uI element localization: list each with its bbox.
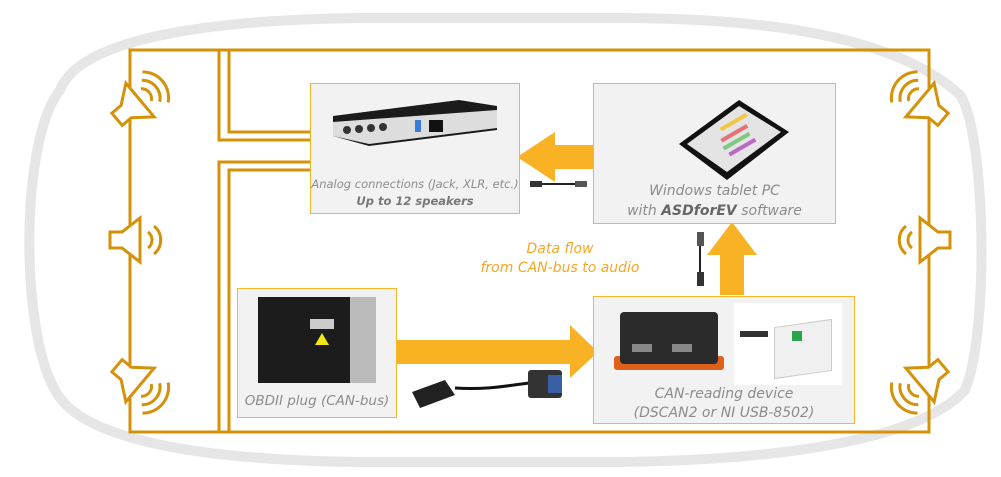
arrow-tablet-to-audio: [517, 132, 595, 182]
tablet-box: Windows tablet PC with ASDforEV software: [593, 83, 836, 224]
usb-cable-vertical: [697, 232, 704, 286]
audio-interface-caption: Analog connections (Jack, XLR, etc.): [311, 177, 519, 191]
audio-interface-box: Analog connections (Jack, XLR, etc.) Up …: [310, 83, 520, 214]
arrow-obd-to-can: [397, 325, 598, 378]
arrow-can-to-tablet: [707, 222, 757, 295]
tablet-caption: Windows tablet PC: [649, 183, 780, 199]
tablet-image: [669, 94, 794, 188]
wire-outer-loop: [128, 48, 931, 434]
usb-cable-horizontal: [530, 181, 587, 187]
can-device-subcaption: (DSCAN2 or NI USB-8502): [633, 405, 815, 421]
ni-usb-8502-image: [734, 303, 842, 385]
speaker-icon: [108, 214, 163, 266]
wire-top-left-b: [227, 50, 310, 134]
speaker-icon: [109, 70, 171, 128]
obd-box: OBDII plug (CAN-bus): [237, 288, 397, 418]
flow-sublabel: from CAN-bus to audio: [480, 260, 640, 276]
can-device-box: CAN-reading device (DSCAN2 or NI USB-850…: [593, 296, 855, 424]
obd-caption: OBDII plug (CAN-bus): [244, 393, 390, 409]
car-outline: [24, 13, 987, 467]
software-name: ASDforEV: [661, 203, 737, 219]
wire-top-left-a: [217, 50, 310, 142]
audio-interface-image: [329, 96, 499, 146]
obd-port-image: [258, 297, 376, 383]
speaker-icon: [889, 357, 951, 415]
obd-cable: [412, 370, 562, 408]
speaker-icon: [897, 214, 952, 266]
speaker-icon: [889, 70, 951, 128]
speaker-icon: [109, 357, 171, 415]
dscan2-image: [614, 312, 724, 374]
wire-mid-a: [217, 160, 310, 432]
audio-interface-subcaption: Up to 12 speakers: [356, 194, 474, 208]
flow-label: Data flow: [526, 241, 594, 257]
wire-mid-b: [227, 168, 310, 432]
can-device-caption: CAN-reading device: [654, 386, 794, 402]
